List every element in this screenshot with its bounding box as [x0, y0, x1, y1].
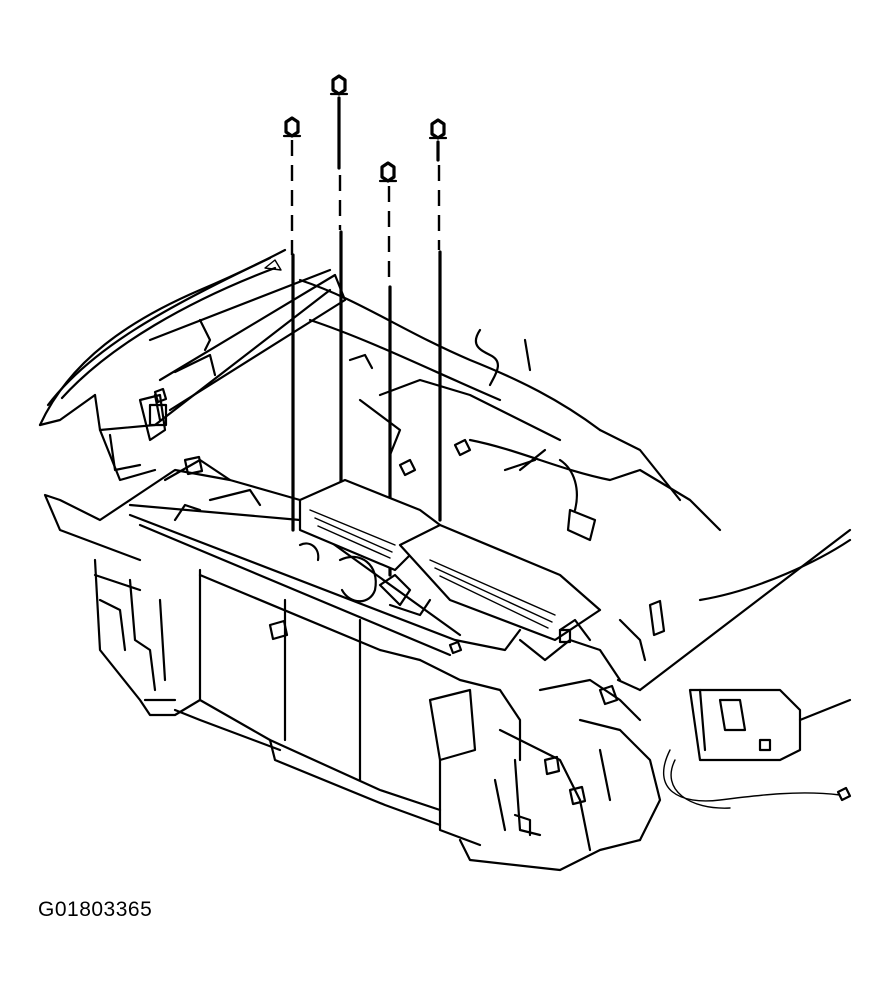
fastener-details	[148, 387, 619, 706]
upper-tie-bar	[93, 273, 347, 482]
engine-compartment	[298, 278, 722, 542]
figure-id-label: G01803365	[38, 898, 153, 921]
bolt-2	[329, 74, 349, 487]
bolt-4	[428, 118, 448, 522]
right-hood-edge	[616, 528, 852, 692]
radiator-support	[43, 458, 852, 872]
left-fender	[38, 248, 332, 427]
